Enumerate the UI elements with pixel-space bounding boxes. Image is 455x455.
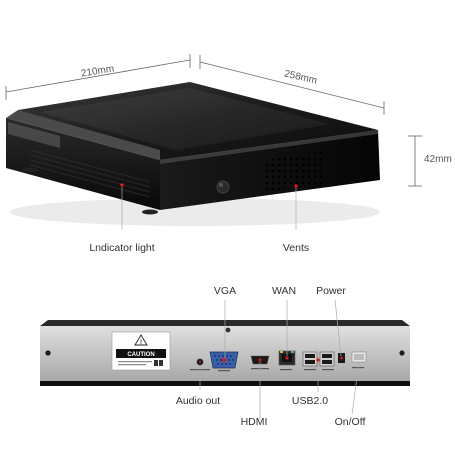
wan-label: WAN xyxy=(272,285,296,297)
callout-usb: USB2.0 xyxy=(292,362,328,407)
caution-text: CAUTION xyxy=(127,352,154,358)
vga-port xyxy=(209,351,239,369)
power-label: Power xyxy=(316,285,346,297)
dimension-height: 42mm xyxy=(408,135,452,187)
wan-port xyxy=(278,350,296,366)
usb-ports xyxy=(302,351,335,367)
width-label: 210mm xyxy=(80,63,115,79)
callout-audio: Audio out xyxy=(176,365,220,407)
caution-sticker: ! CAUTION xyxy=(111,331,171,371)
audio-out-label: Audio out xyxy=(176,395,220,407)
height-label: 42mm xyxy=(424,154,452,165)
vents-marker-dot xyxy=(294,184,298,188)
on-off-switch xyxy=(351,351,367,363)
usb-label: USB2.0 xyxy=(292,395,328,407)
hdmi-label: HDMI xyxy=(241,416,268,428)
hdmi-port xyxy=(250,355,270,365)
warning-icon xyxy=(134,334,148,346)
vga-label: VGA xyxy=(214,285,236,297)
power-port xyxy=(338,353,345,363)
indicator-light-dot xyxy=(120,183,124,187)
side-vents xyxy=(265,152,322,192)
nvr-top-view xyxy=(6,82,380,226)
callout-wan: WAN xyxy=(272,285,296,356)
callout-power: Power xyxy=(316,285,346,357)
front-button xyxy=(216,180,230,194)
vents-label: Vents xyxy=(283,242,309,254)
indicator-light-label: Lndicator light xyxy=(89,242,154,254)
callout-onoff: On/Off xyxy=(335,361,366,428)
svg-text:!: ! xyxy=(140,340,142,346)
callout-vents: Vents xyxy=(283,188,309,254)
callout-hdmi: HDMI xyxy=(241,362,268,428)
on-off-label: On/Off xyxy=(335,416,366,428)
callout-vga: VGA xyxy=(214,285,236,358)
callout-indicator: Lndicator light xyxy=(89,187,155,254)
dimension-width: 210mm xyxy=(5,54,191,100)
audio-out-port xyxy=(196,358,204,366)
